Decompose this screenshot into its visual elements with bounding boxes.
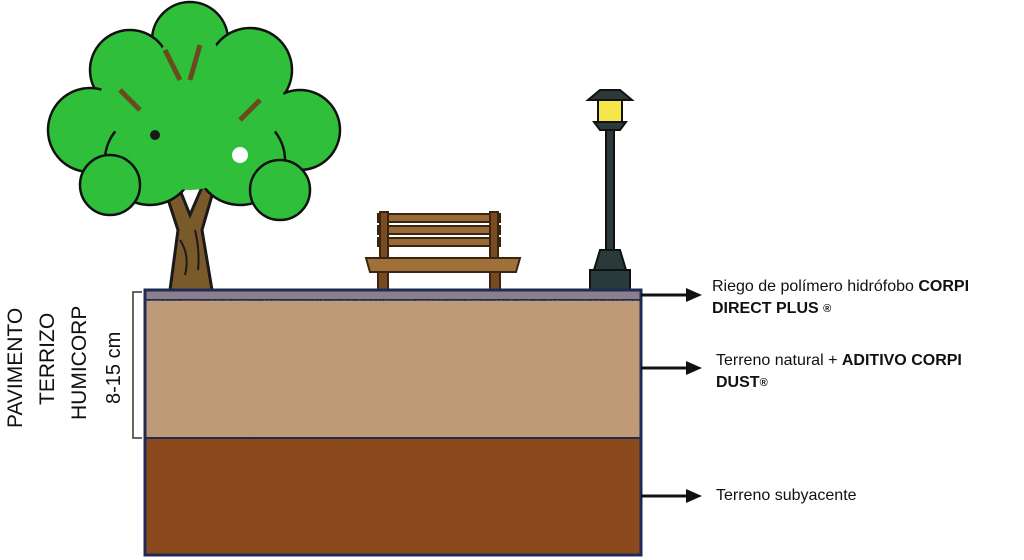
label-terrizo: TERRIZO bbox=[36, 312, 59, 405]
street-lamp-icon bbox=[585, 89, 635, 291]
callout-polymer-product: DIRECT PLUS bbox=[712, 300, 819, 317]
callout-polymer-text: Riego de polímero hidrófobo bbox=[712, 278, 919, 295]
subsoil-layer bbox=[144, 437, 642, 556]
registered-mark: ® bbox=[823, 303, 832, 315]
registered-mark: ® bbox=[759, 377, 768, 389]
callout-natural-soil: Terreno natural + ADITIVO CORPI DUST® bbox=[716, 350, 1016, 394]
gravel-layer bbox=[144, 299, 642, 439]
callout-arrows bbox=[641, 288, 702, 503]
callout-natural-soil-bold: ADITIVO CORPI bbox=[841, 352, 962, 369]
label-thickness: 8-15 cm bbox=[103, 331, 125, 404]
callout-subsoil: Terreno subyacente bbox=[716, 485, 996, 507]
callout-natural-soil-product: DUST bbox=[716, 374, 760, 391]
callout-polymer: Riego de polímero hidrófobo CORPI DIRECT… bbox=[712, 276, 1022, 320]
callout-subsoil-text: Terreno subyacente bbox=[716, 487, 857, 504]
soil-profile bbox=[143, 288, 643, 557]
label-humicorp: HUMICORP bbox=[68, 305, 91, 420]
callout-polymer-bold: CORPI bbox=[918, 278, 970, 295]
tree-icon bbox=[46, 0, 342, 292]
label-pavimento: PAVIMENTO bbox=[4, 307, 27, 428]
thickness-bracket bbox=[132, 291, 142, 439]
bench-icon bbox=[364, 211, 522, 291]
callout-natural-soil-text: Terreno natural + bbox=[716, 352, 842, 369]
